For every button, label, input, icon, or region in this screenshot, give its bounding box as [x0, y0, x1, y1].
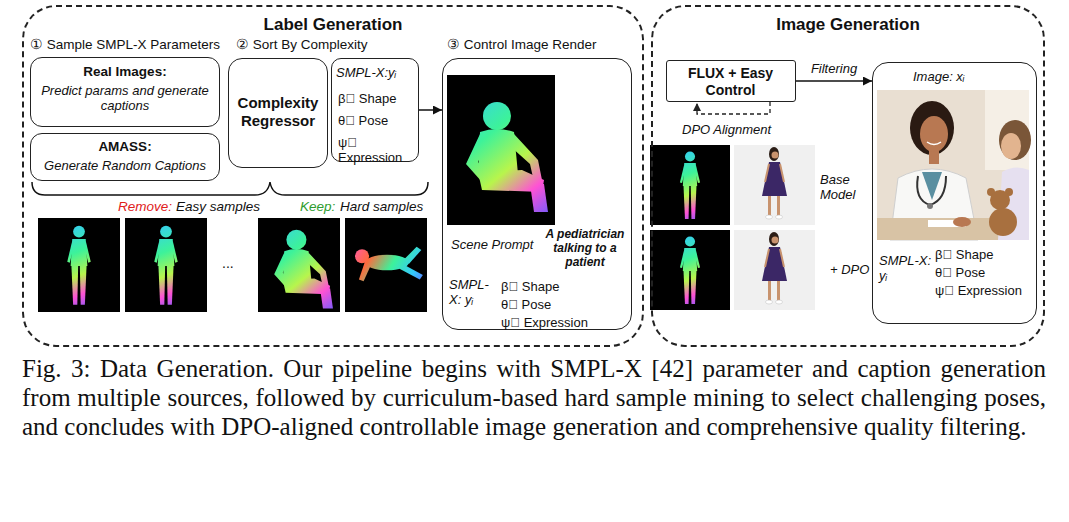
parameter-item: β⃗ Shape	[501, 279, 601, 294]
render-panel: ③ Control Image RenderScene PromptA pedi…	[442, 58, 632, 330]
parameter-label: SMPL-X:yᵢ	[336, 65, 416, 80]
step-heading: ③ Control Image Render	[447, 37, 633, 53]
dpo-loop	[697, 102, 770, 114]
bracket-label: Hard samples	[340, 199, 423, 215]
parameter-box: SMPL-X:yᵢβ⃗ Shapeθ⃗ Poseψ⃗ Expression	[331, 58, 419, 162]
loop-label: DPO Alignment	[682, 122, 771, 137]
model-box: Complexity Regressor	[228, 58, 328, 168]
figure-caption: Fig. 3: Data Generation. Our pipeline be…	[22, 354, 1046, 441]
model-box: FLUX + Easy Control	[666, 60, 796, 102]
image-label: Image: xᵢ	[913, 69, 1033, 84]
parameter-item: ψ⃗ Expression	[935, 283, 1035, 298]
source-description: Generate Random Captions	[35, 158, 215, 173]
flow-arrow	[419, 109, 442, 111]
step-heading: ② Sort By Complexity	[236, 37, 416, 53]
parameter-item: θ⃗ Pose	[935, 265, 1035, 280]
section-title: Image Generation	[653, 15, 1043, 35]
model-name: Complexity Regressor	[231, 94, 325, 129]
bracket	[32, 182, 428, 195]
ellipsis: ...	[222, 255, 234, 272]
parameter-label: SMPL-X: yᵢ	[449, 277, 499, 308]
generated-photo	[877, 90, 1031, 240]
prompt-text: A pediatrician talking to a patient	[541, 227, 629, 269]
source-box: Real Images: Predict params and generate …	[30, 57, 220, 127]
flow-arrow	[796, 80, 872, 82]
sample-thumbnails	[38, 218, 427, 312]
source-name: Real Images:	[35, 64, 215, 80]
render-image	[447, 75, 555, 225]
dpo-comparison	[650, 145, 815, 310]
section-panel: Label GenerationReal Images: Predict para…	[22, 5, 644, 347]
parameter-item: β⃗ Shape	[338, 91, 416, 106]
source-box: AMASS: Generate Random Captions	[30, 133, 220, 181]
row-label: Base Model	[820, 172, 870, 203]
step-heading: ① Sample SMPL-X Parameters	[30, 37, 230, 53]
parameter-item: θ⃗ Pose	[338, 113, 416, 128]
bracket-label: Easy samples	[176, 199, 260, 215]
model-name: FLUX + Easy Control	[669, 65, 792, 98]
parameter-item: β⃗ Shape	[935, 247, 1035, 262]
parameter-label: SMPL-X: yᵢ	[879, 253, 933, 284]
parameter-item: ψ⃗ Expression	[501, 315, 601, 330]
bracket-label: Remove:	[118, 199, 172, 215]
bracket-label: Keep:	[300, 199, 335, 215]
parameter-item: ψ⃗ Expression	[338, 135, 416, 166]
section-title: Label Generation	[24, 15, 642, 35]
output-panel: Image: xᵢ SMPL-X: yᵢβ⃗ Shape θ⃗ Pose ψ⃗ Exp…	[872, 62, 1037, 324]
source-description: Predict params and generate captions	[35, 83, 215, 114]
parameter-item: θ⃗ Pose	[501, 297, 601, 312]
row-label: + DPO	[830, 262, 880, 277]
source-name: AMASS:	[35, 139, 215, 155]
edge-label: Filtering	[794, 61, 874, 76]
prompt-label: Scene Prompt	[451, 237, 541, 252]
